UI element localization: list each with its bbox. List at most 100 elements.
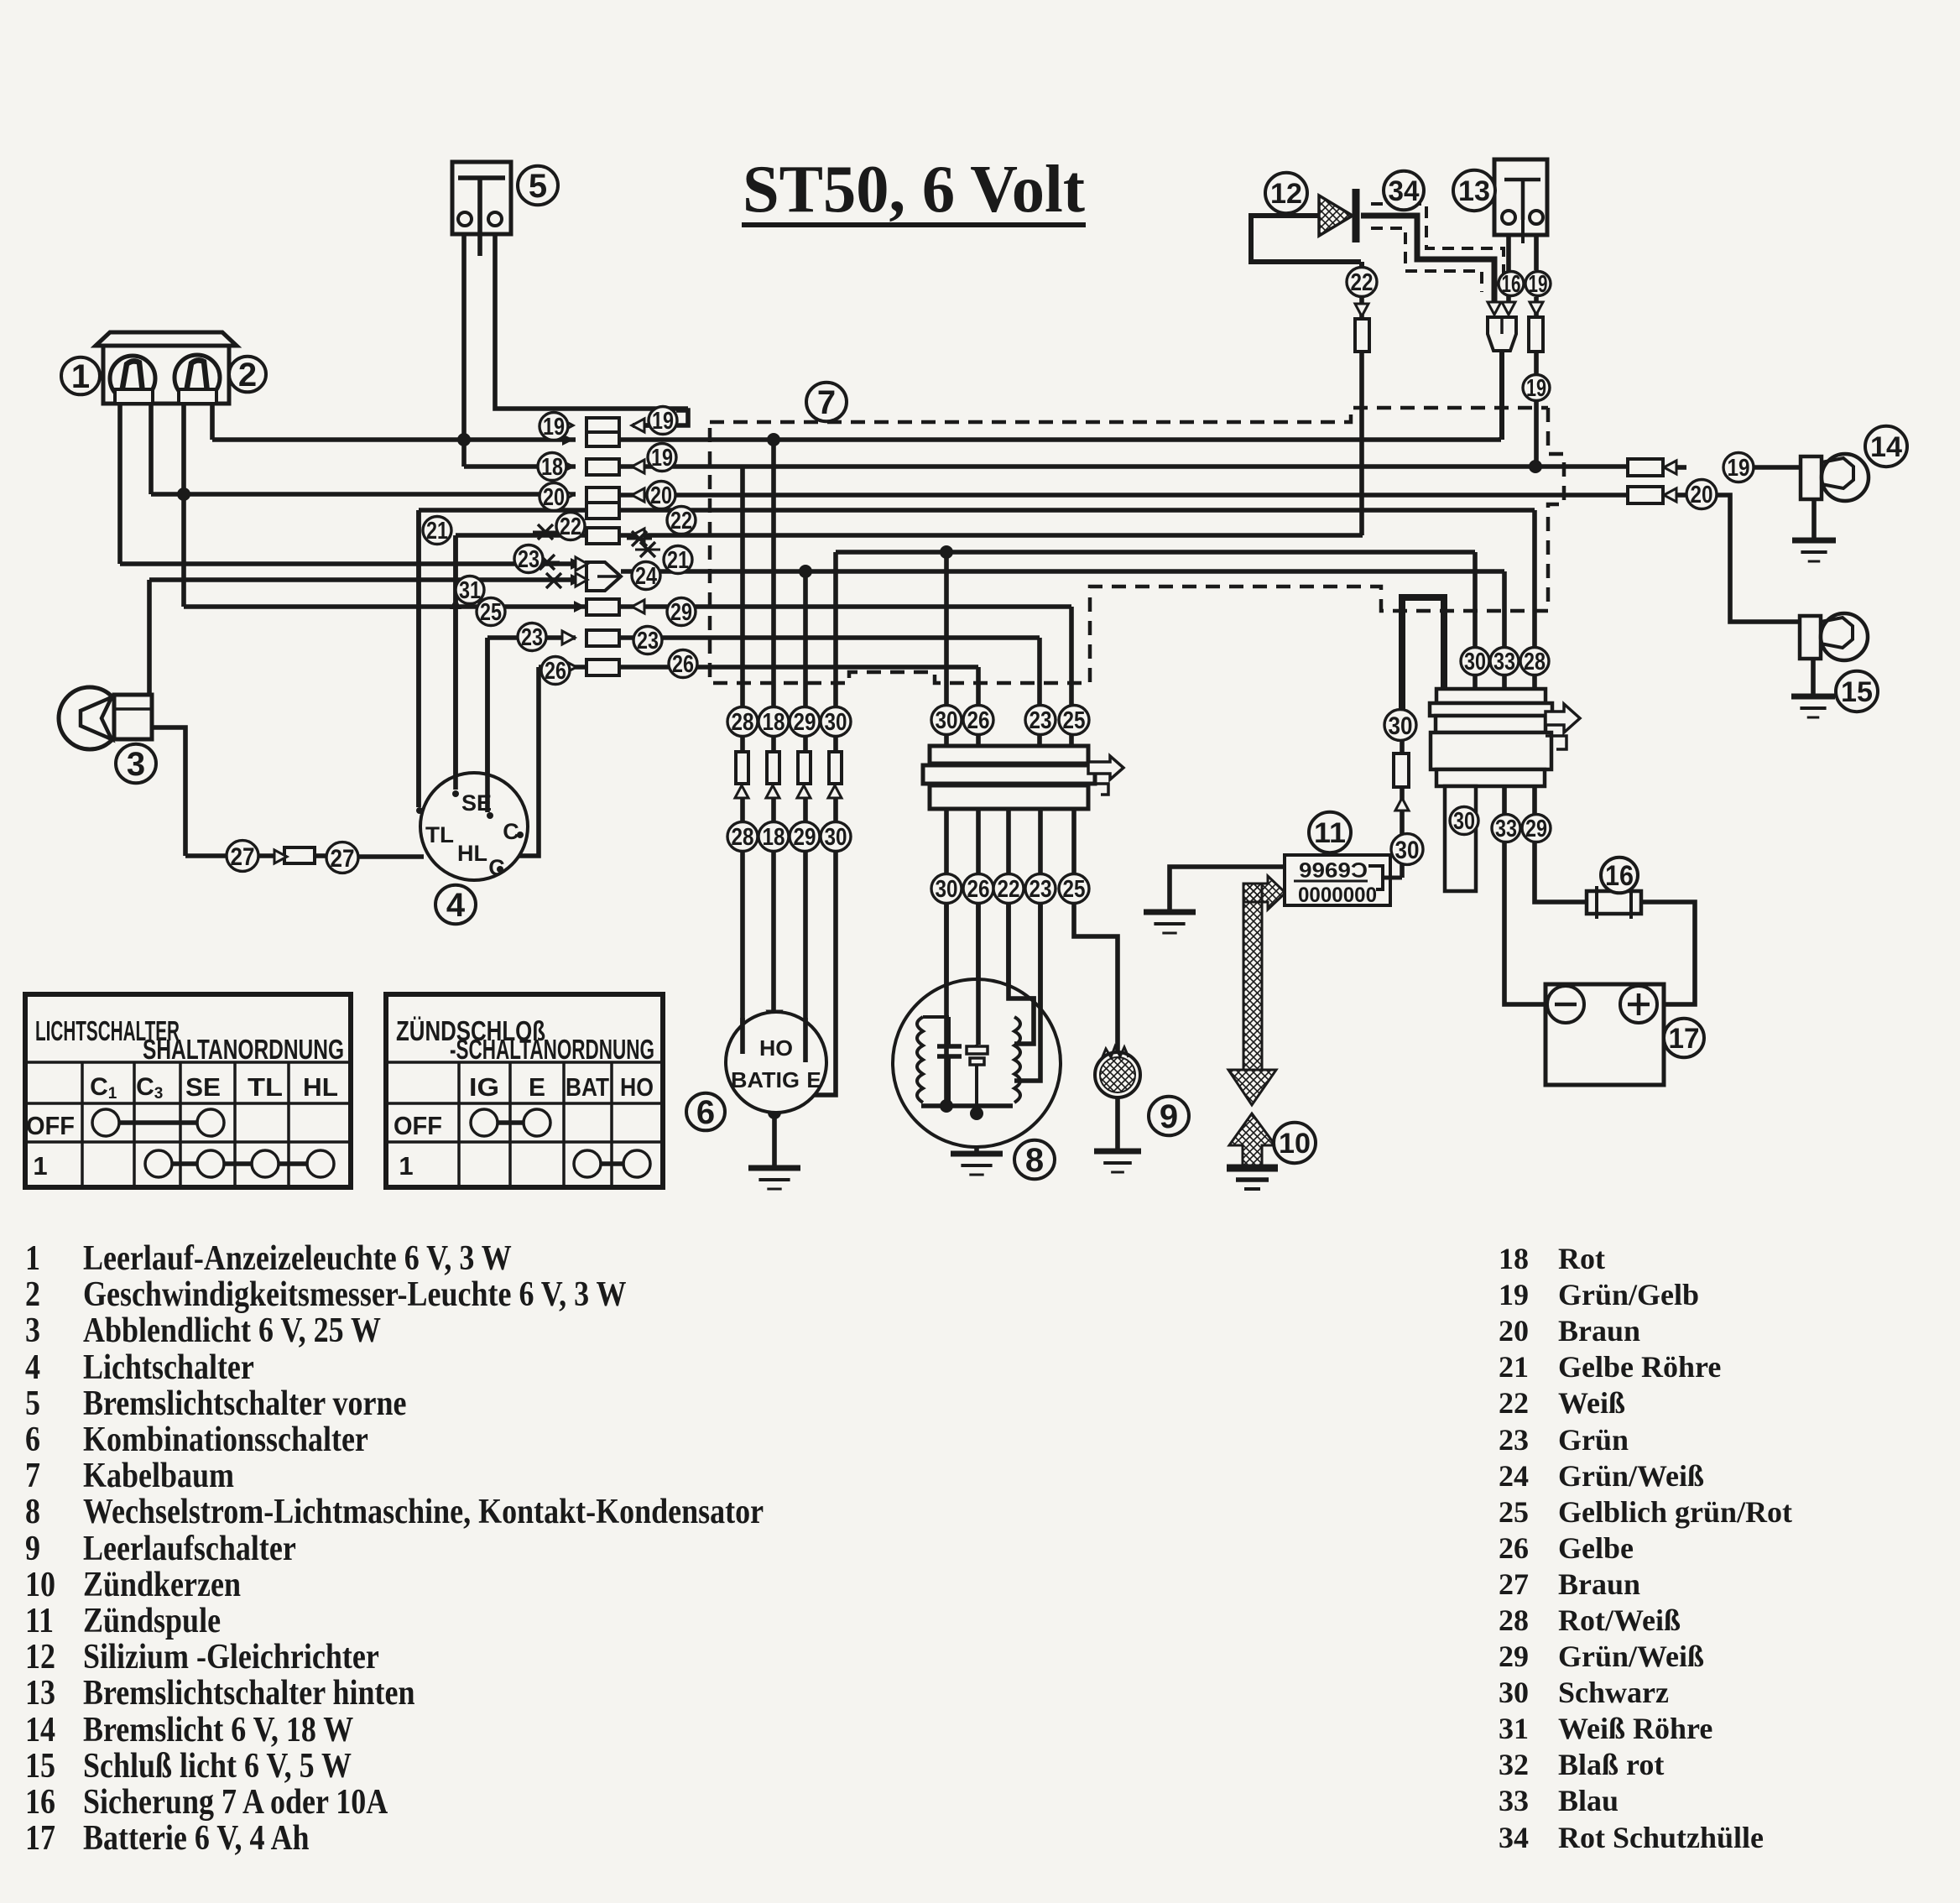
svg-text:Braun: Braun [1558, 1314, 1640, 1348]
svg-text:Schwarz: Schwarz [1558, 1676, 1669, 1709]
svg-text:HO: HO [620, 1072, 654, 1102]
svg-text:Grün/Weiß: Grün/Weiß [1558, 1459, 1704, 1493]
svg-text:8: 8 [25, 1492, 40, 1530]
svg-text:C: C [503, 819, 519, 844]
svg-text:Sicherung 7 A oder 10A: Sicherung 7 A oder 10A [83, 1782, 388, 1821]
svg-text:Leerlaufschalter: Leerlaufschalter [83, 1529, 296, 1567]
svg-text:13: 13 [1458, 175, 1490, 207]
svg-text:22: 22 [560, 514, 581, 540]
svg-text:30: 30 [936, 876, 958, 903]
svg-text:32: 32 [1499, 1748, 1529, 1781]
svg-text:Rot: Rot [1558, 1242, 1605, 1275]
svg-text:33: 33 [1495, 816, 1517, 842]
svg-text:29: 29 [794, 824, 816, 851]
svg-text:25: 25 [1499, 1495, 1529, 1529]
svg-text:Kabelbaum: Kabelbaum [83, 1456, 234, 1494]
svg-text:23: 23 [521, 624, 543, 651]
svg-text:Kombinationsschalter: Kombinationsschalter [83, 1420, 368, 1458]
svg-text:C6966: C6966 [1299, 858, 1368, 881]
svg-text:C: C [488, 855, 505, 880]
svg-text:26: 26 [1499, 1531, 1529, 1565]
svg-text:14: 14 [1870, 431, 1902, 463]
svg-text:14: 14 [25, 1710, 55, 1749]
svg-text:7: 7 [25, 1456, 40, 1494]
svg-text:24: 24 [1499, 1459, 1529, 1493]
svg-text:HO: HO [759, 1035, 793, 1061]
svg-text:-SCHALTANORDNUNG: -SCHALTANORDNUNG [450, 1034, 654, 1065]
svg-text:SE: SE [461, 790, 492, 816]
svg-text:16: 16 [1605, 860, 1634, 892]
svg-text:11: 11 [25, 1601, 54, 1640]
svg-text:Batterie 6 V, 4 Ah: Batterie 6 V, 4 Ah [83, 1818, 310, 1857]
svg-text:Geschwindigkeitsmesser-Leuchte: Geschwindigkeitsmesser-Leuchte 6 V, 3 W [83, 1275, 627, 1313]
svg-text:12: 12 [25, 1637, 55, 1676]
svg-text:22: 22 [1351, 269, 1374, 296]
svg-text:23: 23 [1030, 707, 1052, 734]
svg-text:HL: HL [457, 841, 487, 866]
svg-text:Grün/Gelb: Grün/Gelb [1558, 1278, 1699, 1311]
svg-text:2: 2 [25, 1275, 40, 1313]
svg-text:Bremslicht 6 V, 18 W: Bremslicht 6 V, 18 W [83, 1710, 353, 1749]
svg-text:4: 4 [25, 1348, 40, 1386]
svg-text:23: 23 [1499, 1423, 1529, 1457]
svg-text:Silizium -Gleichrichter: Silizium -Gleichrichter [83, 1637, 379, 1676]
svg-text:28: 28 [1524, 649, 1546, 675]
svg-text:5: 5 [25, 1384, 40, 1422]
svg-text:26: 26 [967, 876, 990, 903]
svg-text:2: 2 [238, 357, 257, 394]
svg-text:15: 15 [1841, 676, 1873, 708]
svg-text:Bremslichtschalter hinten: Bremslichtschalter hinten [83, 1673, 415, 1712]
svg-text:29: 29 [1525, 816, 1547, 842]
svg-text:26: 26 [545, 658, 566, 685]
svg-text:25: 25 [1063, 876, 1086, 903]
svg-text:27: 27 [331, 845, 355, 873]
svg-text:BAT: BAT [566, 1072, 609, 1102]
svg-text:3: 3 [154, 1085, 164, 1103]
svg-text:C: C [90, 1073, 108, 1101]
svg-text:BATIG: BATIG [731, 1067, 800, 1092]
svg-text:21: 21 [426, 518, 448, 545]
svg-text:Blaß rot: Blaß rot [1558, 1748, 1664, 1781]
svg-text:15: 15 [25, 1746, 55, 1785]
svg-text:23: 23 [1030, 876, 1052, 903]
svg-text:E: E [529, 1072, 545, 1102]
svg-text:Weiß: Weiß [1558, 1386, 1625, 1420]
svg-text:17: 17 [1669, 1023, 1700, 1055]
svg-text:27: 27 [1499, 1567, 1529, 1601]
svg-text:1: 1 [108, 1085, 117, 1103]
svg-text:SE: SE [185, 1072, 221, 1102]
svg-text:Gelbe Röhre: Gelbe Röhre [1558, 1350, 1721, 1384]
svg-text:12: 12 [1270, 178, 1302, 210]
svg-text:4: 4 [446, 887, 466, 924]
svg-text:Braun: Braun [1558, 1567, 1640, 1601]
svg-text:21: 21 [667, 547, 689, 574]
svg-text:19: 19 [1526, 375, 1546, 402]
svg-text:23: 23 [637, 628, 659, 654]
svg-text:20: 20 [543, 484, 565, 511]
svg-text:30: 30 [825, 709, 847, 736]
svg-text:28: 28 [732, 824, 754, 851]
svg-text:18: 18 [763, 709, 785, 736]
svg-text:Grün/Weiß: Grün/Weiß [1558, 1640, 1704, 1673]
svg-text:9: 9 [1160, 1098, 1178, 1135]
svg-text:19: 19 [651, 445, 673, 472]
svg-text:C: C [136, 1073, 154, 1101]
svg-text:Abblendlicht 6 V, 25 W: Abblendlicht 6 V, 25 W [83, 1311, 381, 1349]
svg-text:28: 28 [732, 709, 754, 736]
svg-text:3: 3 [25, 1311, 40, 1349]
svg-text:ST50, 6 Volt: ST50, 6 Volt [743, 153, 1085, 227]
svg-text:22: 22 [670, 508, 692, 534]
svg-text:OFF: OFF [26, 1111, 75, 1140]
svg-text:Blau: Blau [1558, 1784, 1619, 1817]
svg-text:Gelblich grün/Rot: Gelblich grün/Rot [1558, 1495, 1792, 1529]
svg-text:30: 30 [936, 707, 958, 734]
svg-text:Rot Schutzhülle: Rot Schutzhülle [1558, 1821, 1764, 1854]
svg-text:Lichtschalter: Lichtschalter [83, 1348, 254, 1386]
svg-text:29: 29 [670, 599, 692, 626]
svg-text:20: 20 [1499, 1314, 1529, 1348]
svg-text:34: 34 [1499, 1821, 1529, 1854]
svg-text:30: 30 [825, 824, 847, 851]
svg-text:18: 18 [763, 824, 785, 851]
svg-text:Bremslichtschalter vorne: Bremslichtschalter vorne [83, 1384, 407, 1422]
svg-text:Schluß licht 6 V, 5 W: Schluß licht 6 V, 5 W [83, 1746, 352, 1785]
